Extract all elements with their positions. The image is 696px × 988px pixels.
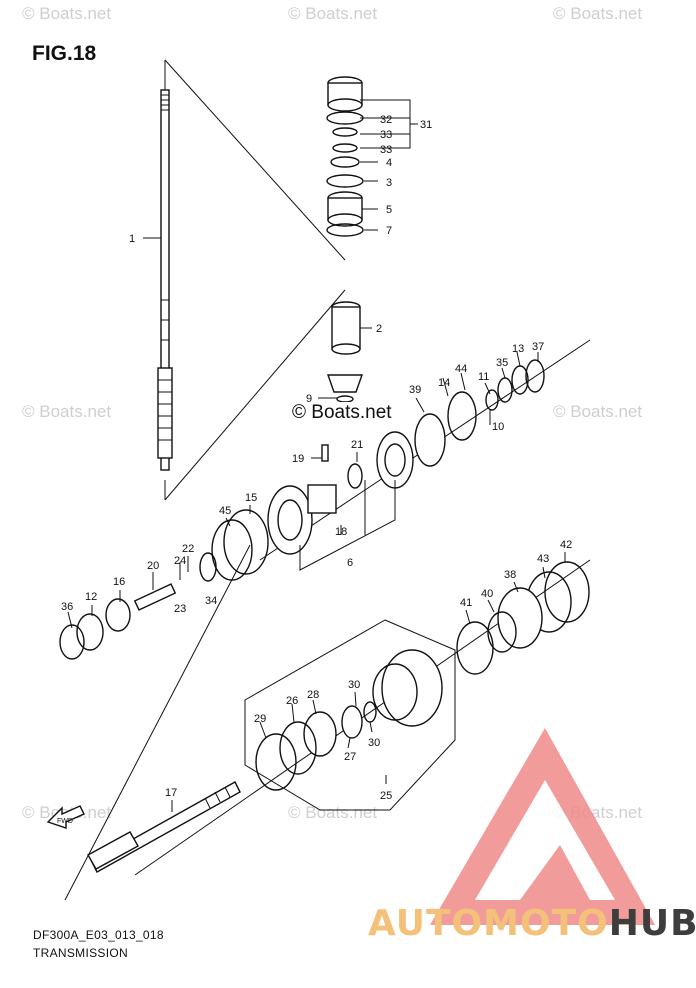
callout-21: 21 xyxy=(351,439,363,451)
callout-38: 38 xyxy=(504,569,516,581)
drive-shaft xyxy=(157,89,173,471)
callout-41: 41 xyxy=(460,597,472,609)
clutch-dog-assembly xyxy=(59,484,337,660)
callout-2: 2 xyxy=(376,323,382,335)
watermark-mid-left: © Boats.net xyxy=(22,402,112,421)
callout-28: 28 xyxy=(307,689,319,701)
figure-name: TRANSMISSION xyxy=(33,946,128,960)
callout-numbers: 1 2 3 4 5 6 7 8 9 10 11 12 13 14 15 16 1… xyxy=(61,114,572,802)
callout-30-upper: 30 xyxy=(348,679,360,691)
callout-31: 31 xyxy=(420,119,432,131)
bearing-housing-assembly xyxy=(255,649,443,791)
watermark-center-dark: © Boats.net xyxy=(290,402,394,424)
reverse-gear-rings xyxy=(456,561,590,675)
brand-logo-part2: HUB xyxy=(608,903,696,944)
brand-logo: AUTOMOTOHUB xyxy=(368,903,696,944)
callout-37: 37 xyxy=(532,341,544,353)
watermark-bottom-center: © Boats.net xyxy=(288,803,378,822)
callout-3: 3 xyxy=(386,177,392,189)
callout-32: 32 xyxy=(380,114,392,126)
callout-12: 12 xyxy=(85,591,97,603)
figure-title: FIG.18 xyxy=(32,42,97,65)
forward-gear-assembly xyxy=(321,359,545,489)
callout-36: 36 xyxy=(61,601,73,613)
sleeve-part-2 xyxy=(331,301,361,355)
callout-33-upper: 33 xyxy=(380,129,392,141)
forward-direction-icon: FWD xyxy=(46,805,85,829)
callout-20: 20 xyxy=(147,560,159,572)
callout-13: 13 xyxy=(512,343,524,355)
callout-40: 40 xyxy=(481,588,493,600)
callout-4: 4 xyxy=(386,157,392,169)
callout-9: 9 xyxy=(306,393,312,405)
callout-35: 35 xyxy=(496,357,508,369)
watermark-top-right: © Boats.net xyxy=(553,4,643,23)
callout-26: 26 xyxy=(286,695,298,707)
callout-18: 18 xyxy=(335,526,347,538)
callout-34: 34 xyxy=(205,595,217,607)
callout-42: 42 xyxy=(560,539,572,551)
propeller-shaft xyxy=(87,781,241,873)
watermark-mid-right: © Boats.net xyxy=(553,402,643,421)
figure-code: DF300A_E03_013_018 xyxy=(33,928,164,942)
forward-direction-label: FWD xyxy=(57,818,73,825)
callout-29: 29 xyxy=(254,713,266,725)
logo-triangle-icon xyxy=(430,728,655,925)
callout-1: 1 xyxy=(129,233,135,245)
callout-14: 14 xyxy=(438,377,450,389)
callout-16: 16 xyxy=(113,576,125,588)
callout-23: 23 xyxy=(174,603,186,615)
upper-bearing-stack xyxy=(326,76,364,237)
callout-39: 39 xyxy=(409,384,421,396)
callout-33-lower: 33 xyxy=(380,144,392,156)
callout-27: 27 xyxy=(344,751,356,763)
callout-25: 25 xyxy=(380,790,392,802)
watermark-top-left: © Boats.net xyxy=(22,4,112,23)
callout-17: 17 xyxy=(165,787,177,799)
callout-30-lower: 30 xyxy=(368,737,380,749)
callout-43: 43 xyxy=(537,553,549,565)
callout-45: 45 xyxy=(219,505,231,517)
watermark-top-center: © Boats.net xyxy=(288,4,378,23)
callout-7: 7 xyxy=(386,225,392,237)
callout-11: 11 xyxy=(478,371,489,383)
callout-19: 19 xyxy=(292,453,304,465)
callout-5: 5 xyxy=(386,204,392,216)
callout-15: 15 xyxy=(245,492,257,504)
group-boundaries xyxy=(64,59,591,901)
callout-44: 44 xyxy=(455,363,467,375)
callout-24: 24 xyxy=(174,555,186,567)
leader-lines xyxy=(67,99,566,812)
callout-10: 10 xyxy=(492,421,504,433)
brand-logo-part1: AUTOMOTO xyxy=(368,903,609,944)
callout-22: 22 xyxy=(182,543,194,555)
callout-6: 6 xyxy=(347,557,353,569)
